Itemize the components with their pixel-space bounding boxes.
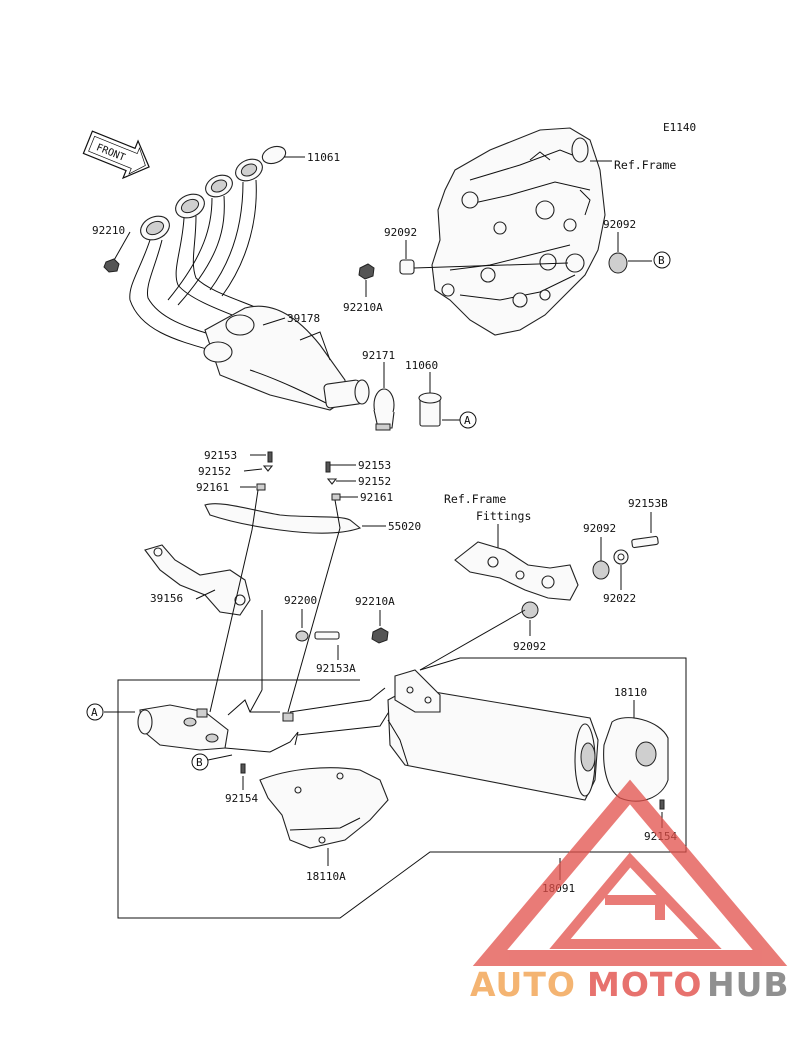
sleeve-11060 (418, 392, 442, 427)
label-92161-right: 92161 (360, 491, 393, 504)
label-11060: 11060 (405, 359, 438, 372)
callout-a-right: A (459, 411, 477, 429)
svg-text:A: A (91, 706, 98, 719)
label-92210: 92210 (92, 224, 125, 237)
bolt-92153b (631, 535, 659, 549)
label-92153-left: 92153 (204, 449, 237, 462)
callout-b-right: B (653, 251, 671, 269)
automotohub-logo-triangle (472, 779, 788, 966)
nut-92210 (103, 258, 120, 273)
frame-fittings-bracket (454, 541, 579, 601)
automotohub-watermark: AUTO MOTO HUB (470, 779, 790, 1004)
label-11061: 11061 (307, 151, 340, 164)
bolt-92154-right (659, 799, 665, 810)
washer-92200 (295, 630, 309, 642)
label-92200: 92200 (284, 594, 317, 607)
label-92022: 92022 (603, 592, 636, 605)
label-92171: 92171 (362, 349, 395, 362)
diagram-code: E1140 (663, 121, 696, 134)
bracket-39156 (144, 544, 251, 616)
label-92154-left: 92154 (225, 792, 258, 805)
label-92092-bracket: 92092 (583, 522, 616, 535)
front-arrow-icon: FRONT (82, 130, 150, 180)
svg-text:B: B (196, 756, 203, 769)
label-92210a-top: 92210A (343, 301, 383, 314)
ref-fittings-line1: Ref.Frame (444, 492, 506, 506)
label-39178: 39178 (287, 312, 320, 325)
ref-fittings-line2: Fittings (476, 509, 531, 523)
nut-92210a-top (358, 263, 375, 280)
label-92161-left: 92161 (196, 481, 229, 494)
callout-a-left: A (86, 703, 104, 721)
watermark-moto: MOTO (587, 965, 702, 1004)
bushing-92092-right (608, 252, 628, 274)
watermark-auto: AUTO (470, 965, 576, 1004)
bushing-92092-top (399, 259, 415, 275)
nut-92210a-mid (371, 627, 389, 644)
exhaust-header-pipes (129, 145, 370, 411)
svg-text:B: B (658, 254, 665, 267)
end-cap-18110 (603, 717, 669, 802)
label-92153b: 92153B (628, 497, 668, 510)
label-92092-lower: 92092 (513, 640, 546, 653)
link-pipe (137, 687, 391, 753)
label-55020: 55020 (388, 520, 421, 533)
silencer-18091 (387, 669, 599, 801)
callout-b-left: B (191, 753, 209, 771)
label-92210a-mid: 92210A (355, 595, 395, 608)
svg-text:A: A (464, 414, 471, 427)
label-92153a: 92153A (316, 662, 356, 675)
label-92153-right: 92153 (358, 459, 391, 472)
watermark-hub: HUB (707, 965, 790, 1004)
bolt-92153a (314, 631, 340, 640)
bushing-92092-lower (521, 601, 539, 619)
label-92092-top: 92092 (384, 226, 417, 239)
bushing-92092-bracket (592, 560, 610, 580)
clamp-92171 (373, 388, 395, 431)
ref-frame-label: Ref.Frame (614, 158, 676, 172)
label-92092-right: 92092 (603, 218, 636, 231)
label-18110a: 18110A (306, 870, 346, 883)
gasket-11061 (261, 145, 287, 165)
label-92152-left: 92152 (198, 465, 231, 478)
heat-guard-18110a (259, 767, 389, 849)
label-92152-right: 92152 (358, 475, 391, 488)
heat-shield-55020 (204, 503, 362, 534)
bolt-92154-left (240, 763, 246, 774)
label-39156: 39156 (150, 592, 183, 605)
frame-assembly (431, 127, 606, 336)
label-18110: 18110 (614, 686, 647, 699)
